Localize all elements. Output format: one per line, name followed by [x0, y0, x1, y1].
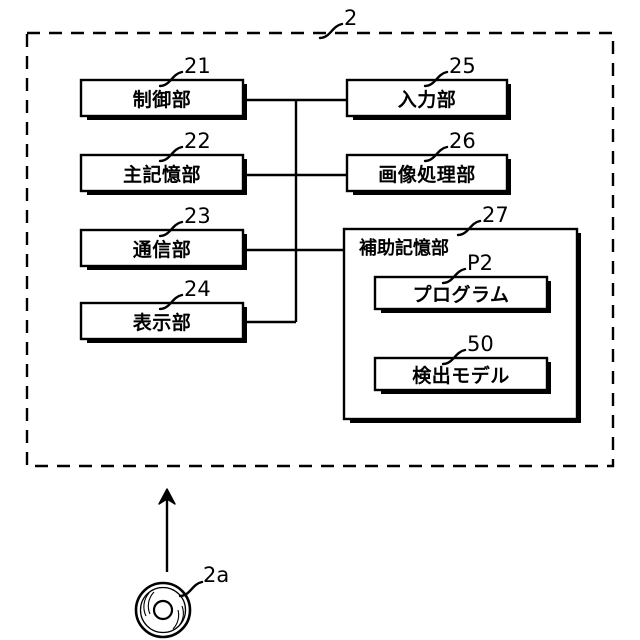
leader-line-p2: [441, 267, 467, 285]
reference-numeral-p2: P2: [467, 251, 494, 275]
program-box: [373, 275, 549, 311]
display-unit-label: 表示部: [132, 311, 192, 334]
auxiliary-storage-label: 補助記憶部: [359, 238, 449, 259]
reference-numeral-23: 23: [184, 204, 211, 228]
reference-numeral-26: 26: [449, 129, 476, 153]
program-label: プログラム: [412, 283, 510, 306]
reference-numeral-25: 25: [449, 54, 476, 78]
leader-line-21: [158, 70, 184, 88]
leader-line-50: [441, 348, 467, 366]
detection-model-label: 検出モデル: [412, 364, 510, 387]
leader-line-2: [318, 22, 344, 40]
reference-numeral-2a: 2a: [203, 563, 230, 587]
leader-line-24: [158, 293, 184, 311]
leader-line-27: [456, 219, 482, 237]
image-processing-unit-box: [345, 153, 509, 193]
optical-disc-icon: [134, 581, 192, 639]
reference-numeral-50: 50: [467, 332, 494, 356]
detection-model-box: [373, 356, 549, 392]
leader-line-23: [158, 220, 184, 238]
leader-line-25: [423, 70, 449, 88]
input-unit-label: 入力部: [397, 88, 457, 111]
leader-line-22: [158, 145, 184, 163]
leader-line-2a: [178, 580, 204, 598]
control-unit-label: 制御部: [132, 88, 192, 111]
reference-numeral-21: 21: [184, 54, 211, 78]
reference-numeral-2: 2: [344, 6, 358, 30]
device-enclosure-dashed-border: [25, 31, 615, 468]
main-memory-unit-label: 主記憶部: [122, 163, 201, 186]
reference-numeral-24: 24: [184, 277, 211, 301]
leader-line-26: [423, 145, 449, 163]
up-arrow-icon: [158, 488, 176, 505]
reference-numeral-22: 22: [184, 129, 211, 153]
communication-unit-label: 通信部: [132, 238, 192, 261]
reference-numeral-27: 27: [482, 203, 509, 227]
image-processing-unit-label: 画像処理部: [378, 163, 476, 186]
